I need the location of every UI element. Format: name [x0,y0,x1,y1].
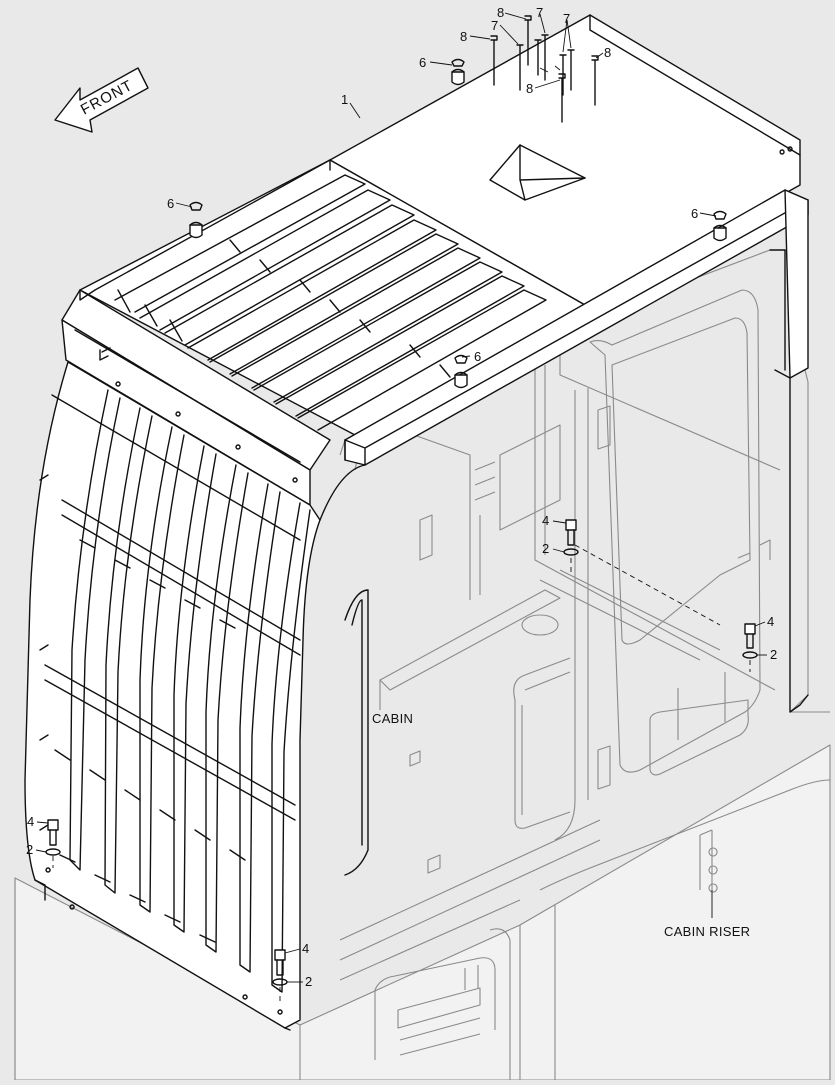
callout-2-front-right: 2 [305,974,312,989]
cabin-label: CABIN [372,711,413,726]
callout-4-right: 4 [767,614,774,629]
callout-7-center: 7 [536,5,543,20]
callout-6-center: 6 [474,349,481,364]
callout-7-left: 7 [491,18,498,33]
cabin-riser [14,744,831,1081]
hardware [45,15,758,1005]
callout-4-front-left: 4 [27,814,34,829]
callout-6-top: 6 [419,55,426,70]
callout-4-center: 4 [542,513,549,528]
roof-guard [61,14,809,713]
callout-6-right: 6 [691,206,698,221]
callout-7-right: 7 [563,11,570,26]
callout-8-left: 8 [460,29,467,44]
leader-lines [35,12,767,983]
front-guard [24,361,369,1031]
callout-2-right: 2 [770,647,777,662]
callout-4-front-right: 4 [302,941,309,956]
callout-6-left: 6 [167,196,174,211]
front-direction-arrow: FRONT [54,67,149,133]
callout-8-mid: 8 [526,81,533,96]
callout-2-front-left: 2 [26,842,33,857]
callout-numbers: 1 8 8 8 8 7 7 7 6 6 6 6 4 2 4 2 4 2 4 2 [26,5,777,989]
front-guard-bars [69,389,311,993]
callout-8-right: 8 [604,45,611,60]
callout-1: 1 [341,92,348,107]
callout-2-center: 2 [542,541,549,556]
roof-slats [114,174,547,431]
callout-8-top: 8 [497,5,504,20]
cabin-riser-label: CABIN RISER [664,924,750,939]
